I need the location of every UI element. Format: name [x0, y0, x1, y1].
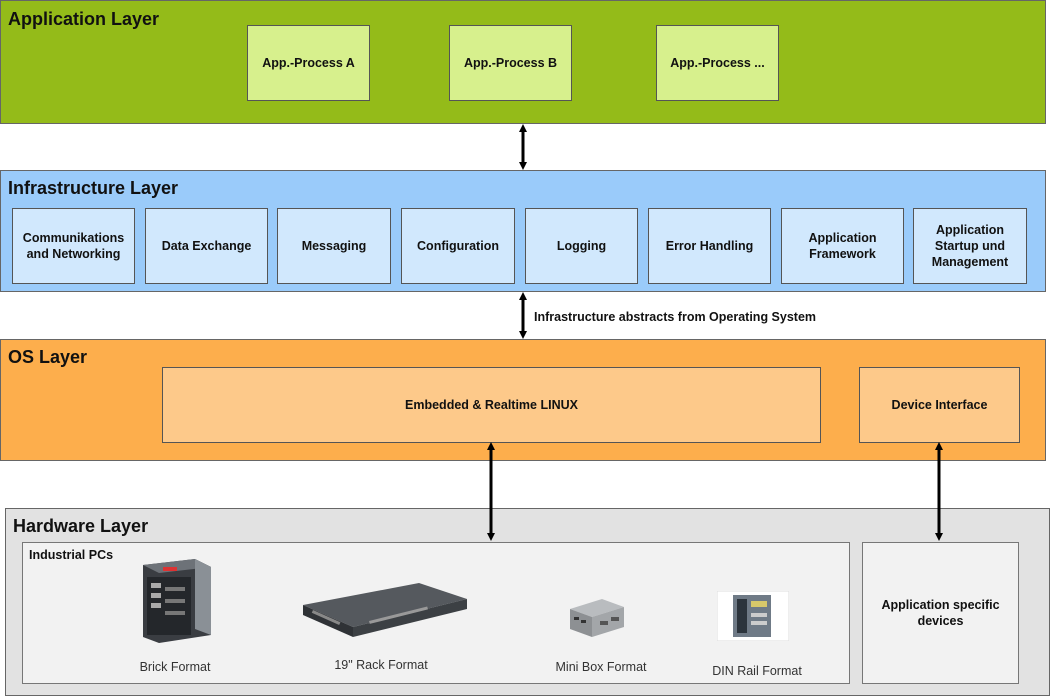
messaging-box: Messaging — [277, 208, 391, 284]
connector-label: Infrastructure abstracts from Operating … — [534, 310, 817, 324]
infrastructure-layer: Infrastructure Layer Communikations and … — [0, 170, 1046, 292]
app-process-more: App.-Process ... — [656, 25, 779, 101]
industrial-pcs-title: Industrial PCs — [29, 548, 114, 562]
configuration-box: Configuration — [401, 208, 515, 284]
rack-format-label: 19" Rack Format — [334, 658, 428, 672]
hardware-layer-title: Hardware Layer — [13, 516, 149, 536]
infrastructure-layer-title: Infrastructure Layer — [8, 178, 179, 198]
os-layer-title: OS Layer — [8, 347, 88, 367]
brick-format-label: Brick Format — [139, 660, 211, 674]
mini-box-pc-image — [570, 599, 624, 637]
application-startup-box: Application Startup und Management — [913, 208, 1027, 284]
communications-networking-box: Communikations and Networking — [12, 208, 135, 284]
data-exchange-box: Data Exchange — [145, 208, 268, 284]
error-handling-box: Error Handling — [648, 208, 771, 284]
brick-pc-image — [143, 559, 211, 643]
application-framework-box: Application Framework — [781, 208, 904, 284]
din-rail-pc-image — [717, 591, 789, 641]
os-layer: OS Layer Embedded & Realtime LINUX Devic… — [0, 339, 1046, 461]
logging-box: Logging — [525, 208, 638, 284]
mini-box-format-label: Mini Box Format — [555, 660, 647, 674]
app-process-b: App.-Process B — [449, 25, 572, 101]
app-process-a: App.-Process A — [247, 25, 370, 101]
linux-box: Embedded & Realtime LINUX — [162, 367, 821, 443]
application-devices-box: Application specific devices — [862, 542, 1019, 684]
rack-pc-image — [303, 583, 467, 637]
application-layer-title: Application Layer — [8, 9, 160, 29]
din-rail-format-label: DIN Rail Format — [712, 664, 802, 678]
industrial-pcs-panel: Industrial PCs Brick Format 19" Rack For… — [22, 542, 850, 684]
application-layer: Application Layer App.-Process A App.-Pr… — [0, 0, 1046, 124]
